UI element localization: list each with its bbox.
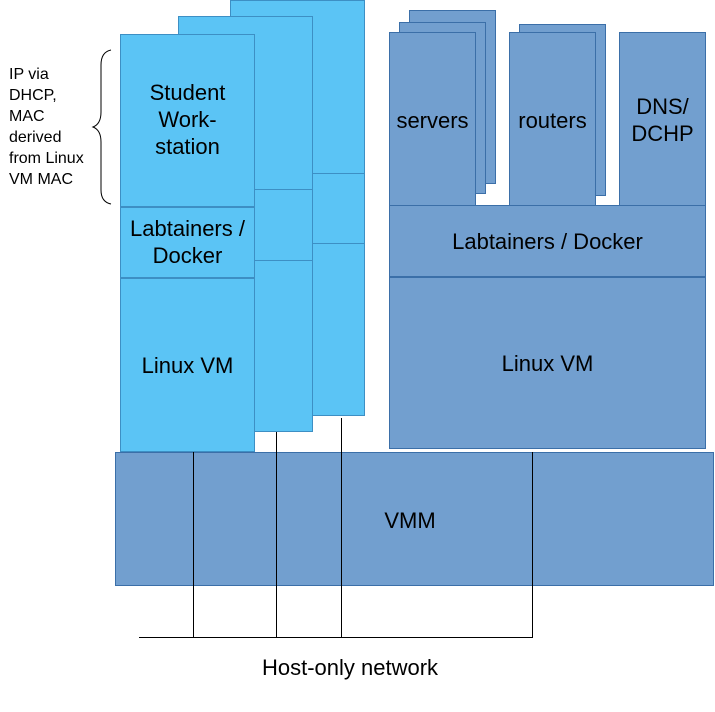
vmm-box — [115, 452, 714, 586]
servers-label: servers — [396, 107, 469, 133]
layer-2-divider — [255, 189, 313, 190]
layer-3-divider — [313, 243, 365, 244]
host-only-network-label: Host-only network — [261, 654, 439, 680]
student-linux-vm-label: Linux VM — [141, 352, 234, 378]
dns-dhcp-label: DNS/ DCHP — [631, 94, 694, 146]
network-labtainers-docker — [389, 205, 706, 277]
connector-student-vm-1 — [193, 452, 194, 638]
connector-network-vm — [532, 452, 533, 638]
ip-dhcp-note: IP via DHCP, MAC derived from Linux VM M… — [9, 66, 84, 188]
host-only-network-bus — [139, 637, 532, 638]
student-linux-vm — [120, 278, 255, 452]
connector-student-vm-2 — [276, 432, 277, 638]
student-labtainers-label: Labtainers / Docker — [130, 216, 245, 268]
routers-container — [509, 32, 596, 207]
student-labtainers-docker — [120, 207, 255, 278]
layer-3-divider — [313, 173, 365, 174]
network-labtainers-label: Labtainers / Docker — [452, 228, 643, 254]
vmm-label: VMM — [384, 507, 436, 533]
layer-2-divider — [255, 260, 313, 261]
student-workstation-label: Student Work- station — [149, 79, 226, 159]
connector-student-vm-3 — [341, 418, 342, 638]
student-workstation — [120, 34, 255, 207]
dns-dhcp-container — [619, 32, 706, 207]
network-linux-vm — [389, 277, 706, 449]
servers-container — [389, 32, 476, 207]
network-linux-vm-label: Linux VM — [501, 350, 594, 376]
routers-label: routers — [518, 107, 587, 133]
